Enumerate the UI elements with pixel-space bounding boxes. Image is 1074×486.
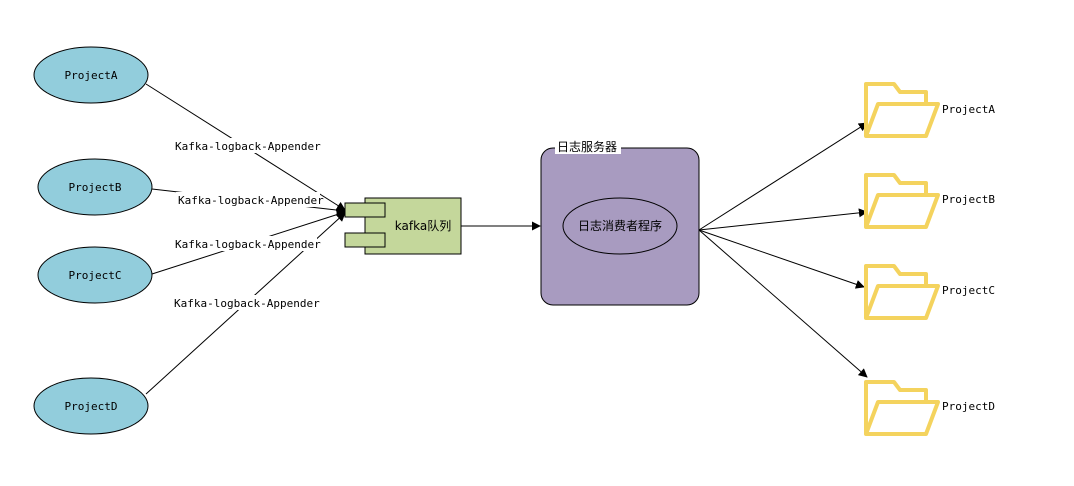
appender-labels: Kafka-logback-Appender Kafka-logback-App… (172, 138, 324, 310)
connector-output-a (698, 122, 868, 231)
kafka-component-tab-2 (344, 232, 386, 248)
log-server-node: 日志服务器 日志消费者程序 (540, 139, 700, 306)
kafka-component-tab-1 (344, 202, 386, 218)
consumer-ellipse (562, 197, 678, 255)
project-b-label: ProjectB (69, 181, 122, 194)
connector-output-b (698, 208, 868, 231)
log-server-title: 日志服务器 (557, 139, 617, 154)
output-folder-a: ProjectA (864, 82, 995, 138)
output-label-d: ProjectD (942, 400, 995, 413)
kafka-queue-node: kafka队列 (344, 197, 462, 255)
output-folder-d: ProjectD (864, 380, 995, 436)
folder-icon (864, 264, 940, 320)
folder-icon (864, 82, 940, 138)
output-label-c: ProjectC (942, 284, 995, 297)
output-folder-b: ProjectB (864, 173, 995, 229)
project-a-label: ProjectA (65, 69, 118, 82)
appender-label-a: Kafka-logback-Appender (175, 140, 321, 153)
project-b-node: ProjectB (37, 158, 153, 216)
project-a-node: ProjectA (33, 46, 149, 104)
output-label-a: ProjectA (942, 103, 995, 116)
project-c-label: ProjectC (69, 269, 122, 282)
appender-label-c: Kafka-logback-Appender (175, 238, 321, 251)
connector-output-c (698, 229, 865, 289)
consumer-label: 日志消费者程序 (578, 218, 662, 233)
folder-icon (864, 173, 940, 229)
kafka-label: kafka队列 (395, 218, 451, 233)
output-folder-c: ProjectC (864, 264, 995, 320)
project-d-node: ProjectD (33, 377, 149, 435)
project-d-label: ProjectD (65, 400, 118, 413)
output-connectors (698, 122, 868, 378)
appender-label-d: Kafka-logback-Appender (174, 297, 320, 310)
connector-output-d (698, 229, 868, 378)
folder-icon (864, 380, 940, 436)
appender-label-b: Kafka-logback-Appender (178, 194, 324, 207)
project-c-node: ProjectC (37, 246, 153, 304)
output-label-b: ProjectB (942, 193, 995, 206)
